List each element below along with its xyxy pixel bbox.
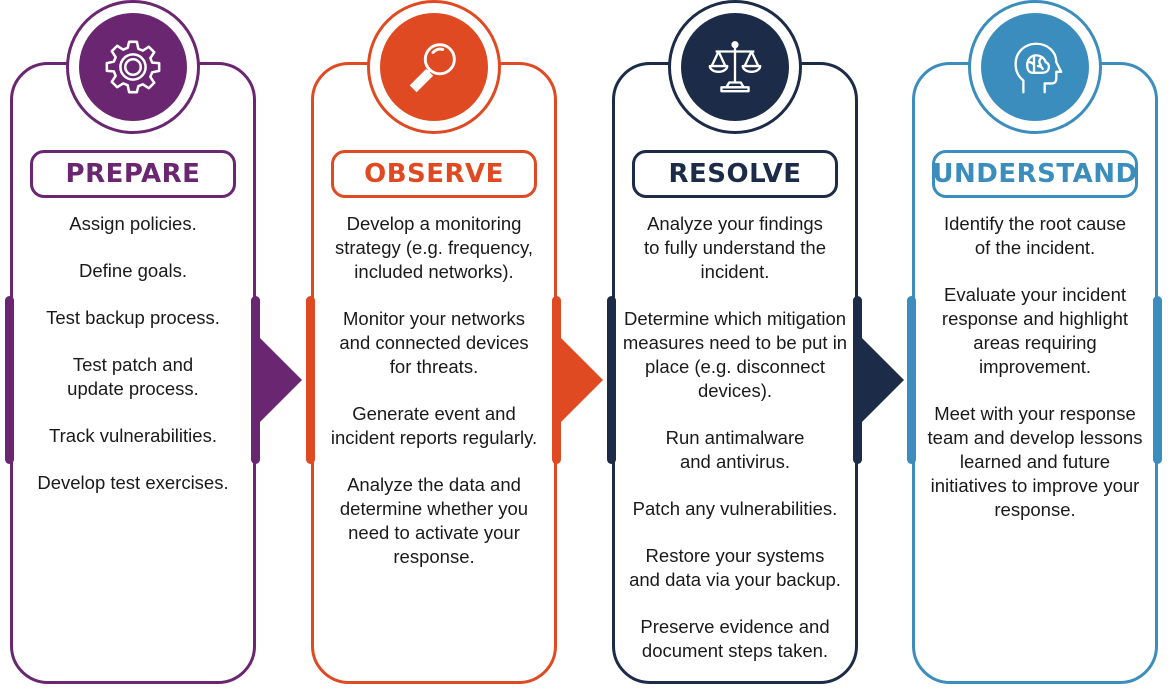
list-item: Meet with your response team and develop… bbox=[927, 403, 1143, 520]
list-item: Identify the root cause of the incident. bbox=[943, 213, 1127, 258]
list-item: Track vulnerabilities. bbox=[49, 425, 217, 446]
prepare-to-observe-arrow bbox=[260, 338, 302, 422]
resolve-right-accent-bar bbox=[853, 296, 862, 464]
list-item: Develop test exercises. bbox=[37, 472, 229, 493]
list-item: Define goals. bbox=[79, 260, 187, 281]
resolve-to-understand-arrow bbox=[862, 338, 904, 422]
list-item: Assign policies. bbox=[69, 213, 197, 234]
observe-right-accent-bar bbox=[552, 296, 561, 464]
resolve-icon-badge bbox=[668, 0, 802, 134]
observe-to-resolve-arrow bbox=[561, 338, 603, 422]
list-item: Generate event and incident reports regu… bbox=[330, 403, 538, 448]
understand-icon-badge bbox=[968, 0, 1102, 134]
prepare-title: PREPARE bbox=[30, 150, 236, 198]
gear-icon bbox=[105, 40, 161, 94]
magnifying-glass-icon bbox=[409, 43, 456, 93]
list-item: Preserve evidence and document steps tak… bbox=[640, 616, 830, 661]
list-item: Analyze your findings to fully understan… bbox=[643, 213, 827, 282]
prepare-left-accent-bar bbox=[5, 296, 14, 464]
prepare-icon-badge bbox=[66, 0, 200, 134]
understand-right-accent-bar bbox=[1153, 296, 1162, 464]
list-item: Analyze the data and determine whether y… bbox=[339, 474, 529, 567]
observe-title: OBSERVE bbox=[331, 150, 537, 198]
list-item: Test patch and update process. bbox=[67, 354, 199, 399]
observe-left-accent-bar bbox=[306, 296, 315, 464]
head-brain-icon bbox=[1014, 42, 1063, 94]
scales-icon bbox=[708, 41, 762, 93]
list-item: Test backup process. bbox=[46, 307, 220, 328]
resolve-items: Analyze your findings to fully understan… bbox=[621, 212, 849, 686]
list-item: Develop a monitoring strategy (e.g. freq… bbox=[334, 213, 534, 282]
observe-icon-badge bbox=[367, 0, 501, 134]
list-item: Restore your systems and data via your b… bbox=[629, 545, 841, 590]
understand-title: UNDERSTAND bbox=[932, 150, 1138, 198]
list-item: Monitor your networks and connected devi… bbox=[339, 308, 529, 377]
resolve-left-accent-bar bbox=[607, 296, 616, 464]
resolve-title: RESOLVE bbox=[632, 150, 838, 198]
list-item: Determine which mitigation measures need… bbox=[622, 308, 848, 401]
observe-items: Develop a monitoring strategy (e.g. freq… bbox=[320, 212, 548, 592]
prepare-items: Assign policies. Define goals. Test back… bbox=[19, 212, 247, 518]
list-item: Patch any vulnerabilities. bbox=[632, 498, 838, 519]
list-item: Run antimalware and antivirus. bbox=[665, 427, 805, 472]
list-item: Evaluate your incident response and high… bbox=[941, 284, 1129, 377]
prepare-right-accent-bar bbox=[251, 296, 260, 464]
understand-left-accent-bar bbox=[907, 296, 916, 464]
understand-items: Identify the root cause of the incident.… bbox=[921, 212, 1149, 545]
